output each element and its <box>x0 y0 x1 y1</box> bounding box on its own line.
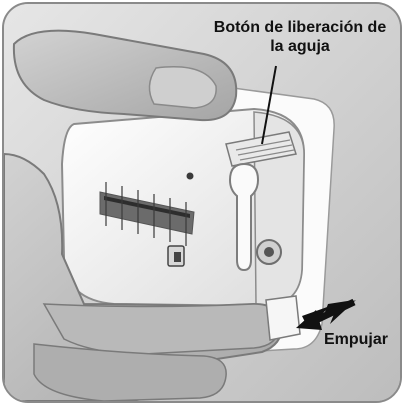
dose-window <box>99 182 195 246</box>
thumbnail <box>148 66 217 109</box>
push-label: Empujar <box>323 331 388 348</box>
device-illustration <box>4 4 400 401</box>
indicator-light <box>186 172 194 180</box>
push-arrow <box>296 298 356 330</box>
leader-line <box>261 65 277 145</box>
push-tab[interactable] <box>265 295 301 341</box>
middle-finger <box>33 343 227 401</box>
keyhole-button <box>228 162 260 272</box>
needle-release-button[interactable] <box>225 131 297 167</box>
needle-release-label: Botón de liberación de la aguja <box>213 19 387 55</box>
